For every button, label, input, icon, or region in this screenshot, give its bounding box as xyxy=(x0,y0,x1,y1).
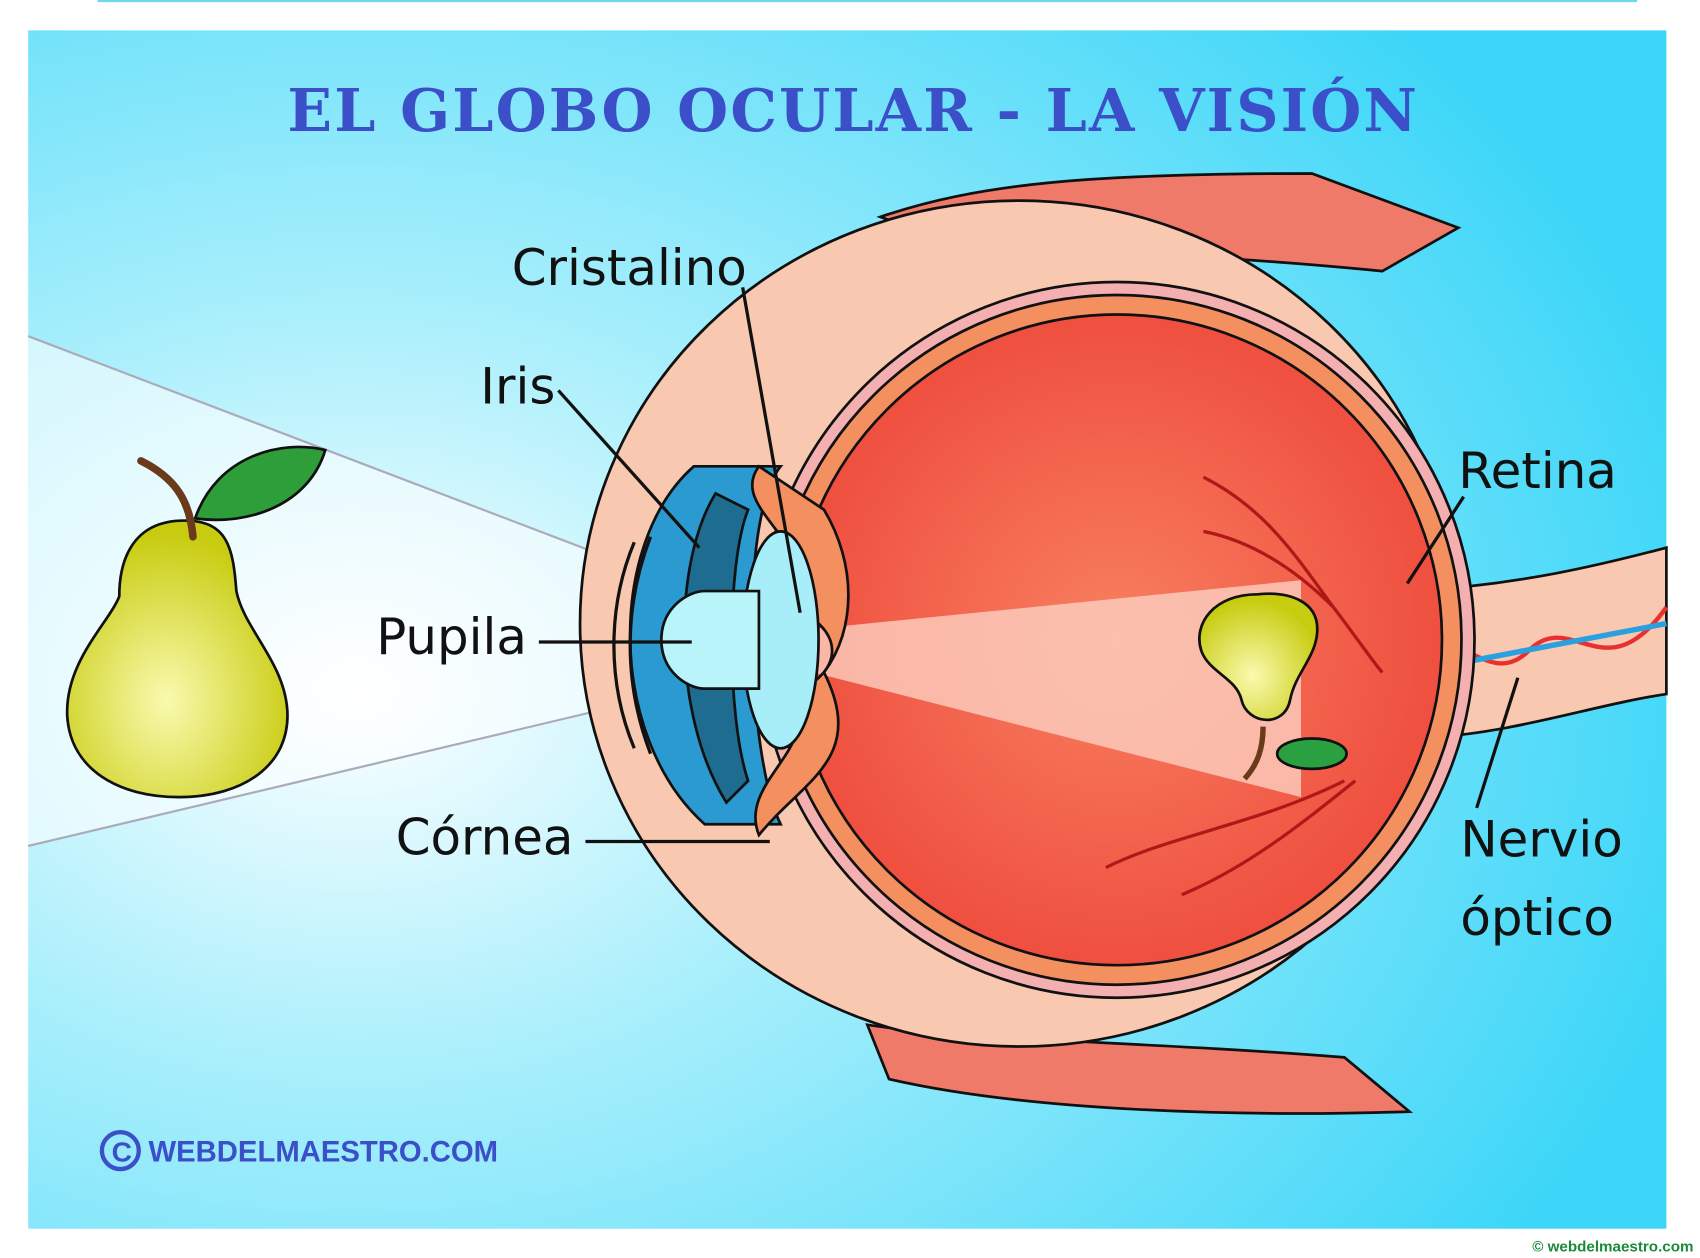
label-pupila: Pupila xyxy=(376,608,527,666)
label-retina: Retina xyxy=(1458,442,1617,500)
label-cristalino: Cristalino xyxy=(512,239,747,297)
svg-text:C: C xyxy=(112,1135,132,1167)
blood-vessels xyxy=(1105,475,1384,897)
label-iris: Iris xyxy=(480,357,555,415)
pupil xyxy=(659,589,761,691)
retinal-image-pear-icon xyxy=(1198,592,1348,781)
label-optico: óptico xyxy=(1460,889,1613,947)
pear-icon xyxy=(65,445,327,799)
footer-credit: © webdelmaestro.com xyxy=(1532,1238,1693,1255)
label-nervio: Nervio xyxy=(1460,811,1622,869)
watermark-text: WEBDELMAESTRO.COM xyxy=(149,1136,498,1168)
label-cornea: Córnea xyxy=(396,809,574,867)
copyright-icon xyxy=(99,1130,141,1172)
diagram-title: EL GLOBO OCULAR - LA VISIÓN xyxy=(287,76,1419,145)
